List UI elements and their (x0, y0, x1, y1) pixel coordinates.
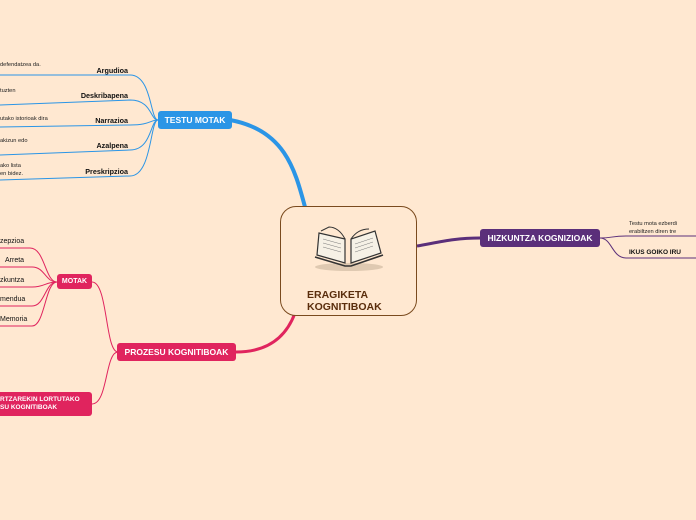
connector-lortutako (91, 351, 119, 405)
subtopic-lortutako-prozesuak[interactable]: RTZAREKIN LORTUTAKO SU KOGNITIBOAK (0, 392, 92, 416)
connector-central-hizkuntza (416, 236, 481, 248)
note-hizkuntza: Testu mota ezberdi erabiltzen diren tre (629, 221, 677, 236)
topic-prozesu-kognitiboak[interactable]: PROZESU KOGNITIBOAK (117, 343, 236, 361)
leaf-hizkuntza[interactable]: zkuntza (0, 277, 25, 284)
central-node[interactable]: ERAGIKETA KOGNITIBOAK (280, 206, 417, 316)
connector-argudioa (0, 74, 159, 121)
subtopic-azalpena[interactable]: Azalpena (96, 141, 128, 150)
connector-central-prozesu (235, 312, 297, 354)
central-title: ERAGIKETA KOGNITIBOAK (307, 289, 407, 313)
note-hizkuntza-line1: Testu mota ezberdi (629, 221, 678, 227)
connector-hizkuntza-note (599, 235, 696, 239)
central-title-line2: KOGNITIBOAK (307, 301, 382, 313)
connector-motak (91, 281, 119, 353)
connector-hizkuntza-link (599, 237, 696, 259)
note-preskripzioa-line2: en bidez. (0, 170, 24, 177)
subtopic-ikus-goiko[interactable]: IKUS GOIKO IRU (629, 249, 682, 256)
note-azalpena: akizun edo (0, 138, 28, 144)
topic-testu-motak[interactable]: TESTU MOTAK (158, 111, 232, 129)
leaf-pertzepzioa[interactable]: zepzioa (0, 238, 25, 245)
connector-preskripzioa (0, 119, 159, 181)
note-preskripzioa-line1: ako lista (0, 163, 21, 169)
leaf-memoria[interactable]: Memoria (0, 316, 28, 323)
connector-narrazioa (0, 119, 159, 128)
central-title-line1: ERAGIKETA (307, 289, 369, 301)
connector-central-testu (228, 118, 307, 209)
leaf-arreta[interactable]: Arreta (5, 257, 25, 264)
note-hizkuntza-line2: erabiltzen diren tre (629, 228, 677, 235)
leaf-pentsamendua[interactable]: mendua (0, 296, 26, 303)
topic-hizkuntza-kognizioak[interactable]: HIZKUNTZA KOGNIZIOAK (480, 229, 600, 247)
connector-memoria (0, 281, 58, 327)
note-deskribapena: tuzten (0, 88, 16, 94)
connector-deskribapena (0, 99, 159, 121)
note-preskripzioa: ako lista en bidez. (0, 163, 23, 178)
open-book-icon (314, 226, 384, 271)
connector-arreta (0, 266, 58, 283)
lortutako-line2: SU KOGNITIBOAK (0, 404, 58, 411)
subtopic-narrazioa[interactable]: Narrazioa (95, 116, 128, 125)
connector-pertzepzioa (0, 247, 58, 283)
note-narrazioa: utako istorioak dira (0, 116, 48, 122)
subtopic-preskripzioa[interactable]: Preskripzioa (85, 167, 128, 176)
lortutako-line1: RTZAREKIN LORTUTAKO (0, 396, 80, 403)
subtopic-argudioa[interactable]: Argudioa (96, 66, 128, 75)
subtopic-deskribapena[interactable]: Deskribapena (80, 91, 128, 100)
note-argudioa: defendatzea da. (0, 62, 41, 68)
subtopic-motak[interactable]: MOTAK (57, 274, 92, 289)
